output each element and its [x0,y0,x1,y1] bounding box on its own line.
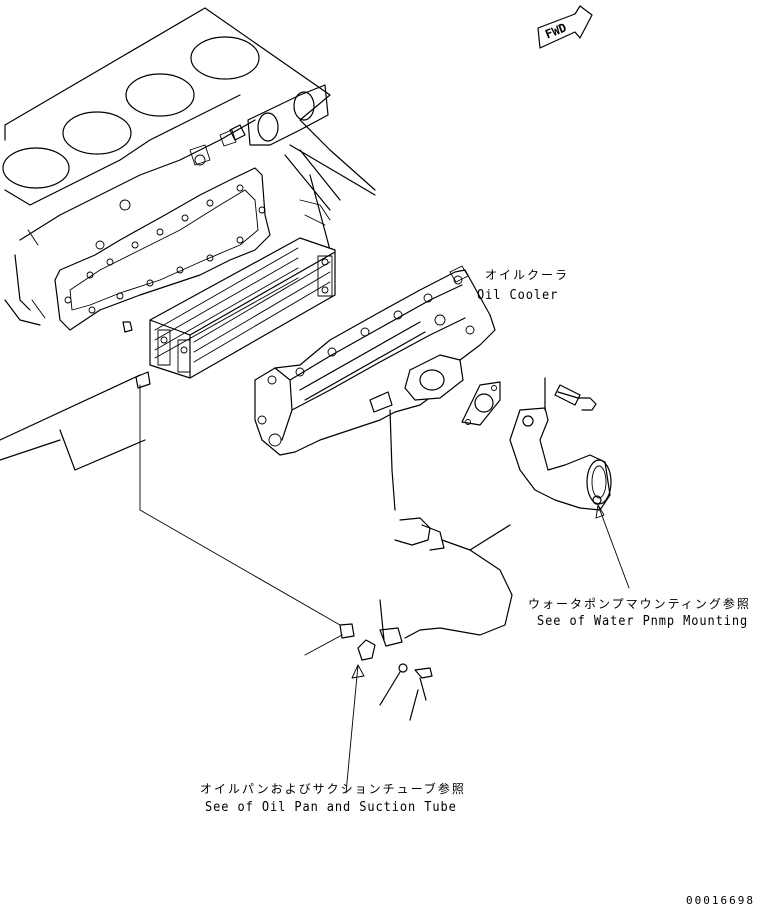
engine-block [0,7,376,471]
oil-cooler-core [122,237,336,389]
oil-cooler-cover [254,265,496,456]
water-outlet-gasket [461,381,501,426]
oil-pan-ref-label-jp: オイルパンおよびサクションチューブ参照 [200,782,466,796]
oil-pan-ref-label-en: See of Oil Pan and Suction Tube [205,800,457,815]
clip-and-bolt [339,623,433,721]
fwd-arrow [537,5,593,49]
water-pump-ref-label-jp: ウォータポンプマウンティング参照 [528,597,751,611]
oil-cooler-label-en: Oil Cooler [477,288,559,303]
leader-lines [139,384,630,794]
drawing-number: 00016698 [686,894,755,907]
water-elbow-pipe [509,377,612,511]
oil-cooler-label-jp: オイルクーラ [485,268,570,282]
water-pump-ref-label-en: See of Water Pnmp Mounting [537,614,749,629]
oil-temp-sensor-harness [379,409,513,647]
